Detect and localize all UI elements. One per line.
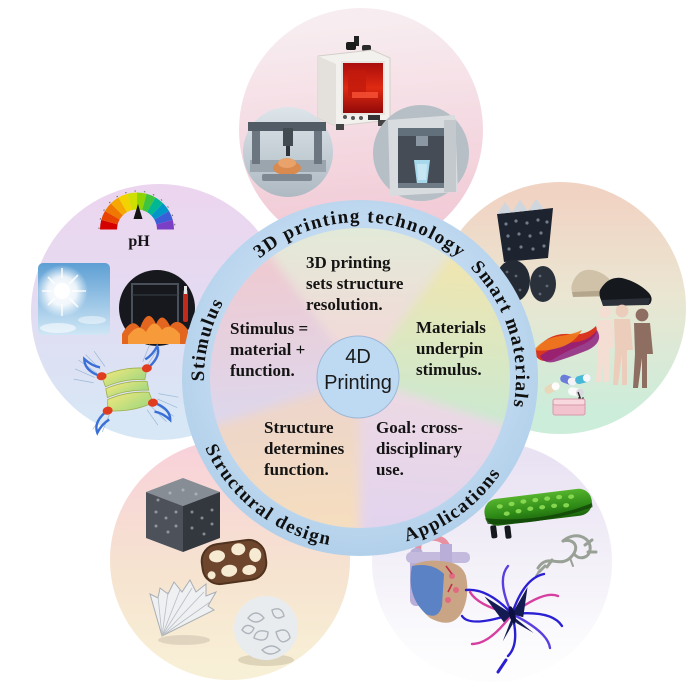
wedge-text-smart-materials: Materials underpin stimulus.: [416, 318, 486, 379]
lattice-cube: [146, 478, 220, 552]
fea-simulation-structure: [73, 343, 179, 436]
wedge-text-stimulus: Stimulus = material + function.: [230, 319, 309, 380]
fiber-butterfly: [460, 564, 564, 674]
sunlight-photo: [36, 263, 110, 335]
wedge-text-applications: Goal: cross- disciplinary use.: [376, 418, 464, 479]
wedge-text-technology: 3D printing sets structure resolution.: [306, 253, 404, 314]
lattice-sphere: [234, 596, 298, 666]
center-label-line2: Printing: [324, 372, 392, 394]
ph-gauge: pH: [98, 190, 176, 250]
bronze-tubular-lattice: [200, 538, 268, 586]
lattice-crown: [497, 199, 553, 262]
center-label-line1: 4D: [345, 346, 371, 368]
capsule-pills: [544, 373, 591, 401]
gantry-bioprinter-photo: [243, 107, 333, 197]
ph-label: pH: [128, 233, 150, 250]
twisted-ribbon: [534, 326, 600, 363]
enclosed-3d-printer: [317, 36, 391, 130]
drug-tablet: [552, 398, 586, 416]
center-label: 4D Printing: [308, 344, 408, 396]
center-circle: [316, 335, 400, 419]
human-silhouettes: [596, 304, 653, 388]
printed-dragon: [535, 534, 598, 577]
wedge-disc: [210, 228, 510, 528]
soft-caterpillar-robot: [484, 488, 593, 539]
fdm-printer-photo: [373, 105, 469, 201]
furnace-photo: [119, 270, 195, 346]
folded-fan-structure: [149, 579, 218, 645]
printed-shoes: [571, 269, 652, 306]
wedge-text-structural-design: Structure determines function.: [264, 418, 345, 479]
